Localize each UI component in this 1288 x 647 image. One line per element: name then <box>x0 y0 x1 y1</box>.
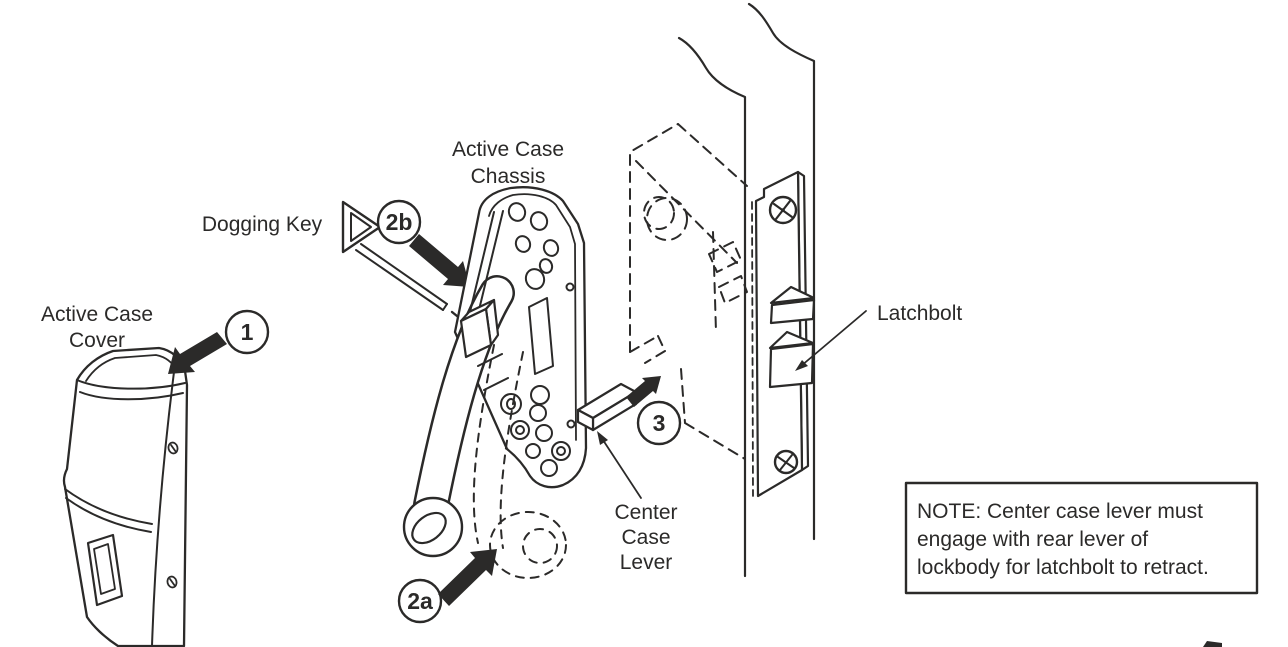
step-2b-arrow-icon <box>409 234 470 287</box>
dogging-key-drawing <box>341 200 464 322</box>
cover-window <box>86 533 124 607</box>
door-edge <box>677 2 816 578</box>
step-3-number: 3 <box>653 410 666 436</box>
chassis-mechanism <box>459 210 571 477</box>
lockbody-dashed-outline <box>629 123 748 460</box>
step-3-arrow-icon <box>626 376 661 407</box>
label-active-case-chassis-line2: Chassis <box>471 165 546 188</box>
latchbolt-callout: Latchbolt <box>795 302 962 371</box>
screw-bottom-icon <box>773 449 799 475</box>
label-dogging-key: Dogging Key <box>202 213 323 236</box>
label-active-case-cover-line2: Cover <box>69 329 125 352</box>
label-center-case-lever-line3: Lever <box>620 551 673 574</box>
step-1-badge: 1 <box>224 309 270 355</box>
label-center-case-lever-line1: Center <box>614 501 677 524</box>
note-box: NOTE: Center case lever must engage with… <box>904 481 1259 595</box>
step-2b-badge: 2b <box>376 199 422 245</box>
chassis-rivets <box>500 385 571 477</box>
step-2a-number: 2a <box>407 588 433 614</box>
chassis-plate <box>453 186 588 489</box>
note-text-line1: NOTE: Center case lever must <box>917 500 1203 523</box>
label-latchbolt: Latchbolt <box>877 302 962 325</box>
center-case-lever-callout: Center Case Lever <box>597 431 678 574</box>
faceplate <box>751 170 810 498</box>
step-1-number: 1 <box>241 319 254 345</box>
center-case-lever-rod <box>576 382 638 432</box>
latchbolt-upper <box>769 285 816 325</box>
label-active-case-chassis-line1: Active Case <box>452 138 564 161</box>
label-center-case-lever-line2: Case <box>621 526 670 549</box>
leader-arrowhead-icon <box>795 360 808 371</box>
page-edge-mark <box>1203 641 1222 647</box>
note-text-line2: engage with rear lever of <box>917 528 1148 551</box>
cover-screw-icon <box>166 441 179 589</box>
chassis-holes <box>507 202 576 429</box>
leader-arrowhead-icon <box>597 431 608 445</box>
active-case-cover-drawing <box>62 346 189 647</box>
step-1-arrow-icon <box>168 332 227 374</box>
lever-dashed-position <box>472 344 567 579</box>
lockbody-cylinder-dashed <box>646 197 688 241</box>
step-3-badge: 3 <box>636 400 682 446</box>
dogging-post-block <box>459 298 500 359</box>
screw-top-icon <box>768 195 798 225</box>
latchbolt-main <box>768 330 815 389</box>
label-active-case-cover-line1: Active Case <box>41 303 153 326</box>
note-text-line3: lockbody for latchbolt to retract. <box>917 556 1209 579</box>
step-2a-badge: 2a <box>397 578 443 624</box>
step-2b-number: 2b <box>386 209 413 235</box>
step-2a-arrow-icon <box>438 549 497 606</box>
